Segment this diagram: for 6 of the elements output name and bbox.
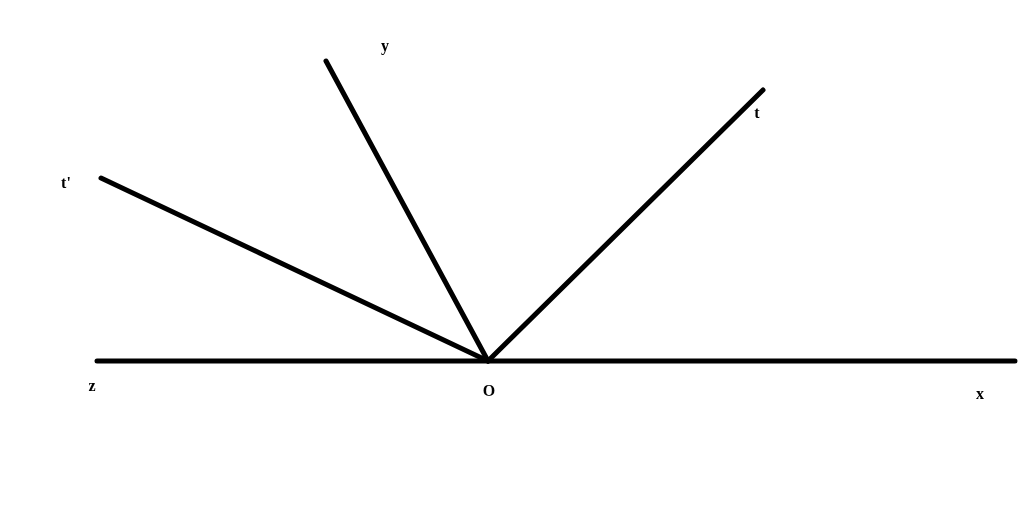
point-label: y bbox=[381, 38, 389, 54]
point-label: x bbox=[976, 386, 984, 402]
point-label: z bbox=[88, 378, 96, 394]
point-label: O bbox=[482, 383, 496, 399]
point-label: t' bbox=[61, 175, 71, 191]
point-label: t bbox=[754, 105, 760, 121]
